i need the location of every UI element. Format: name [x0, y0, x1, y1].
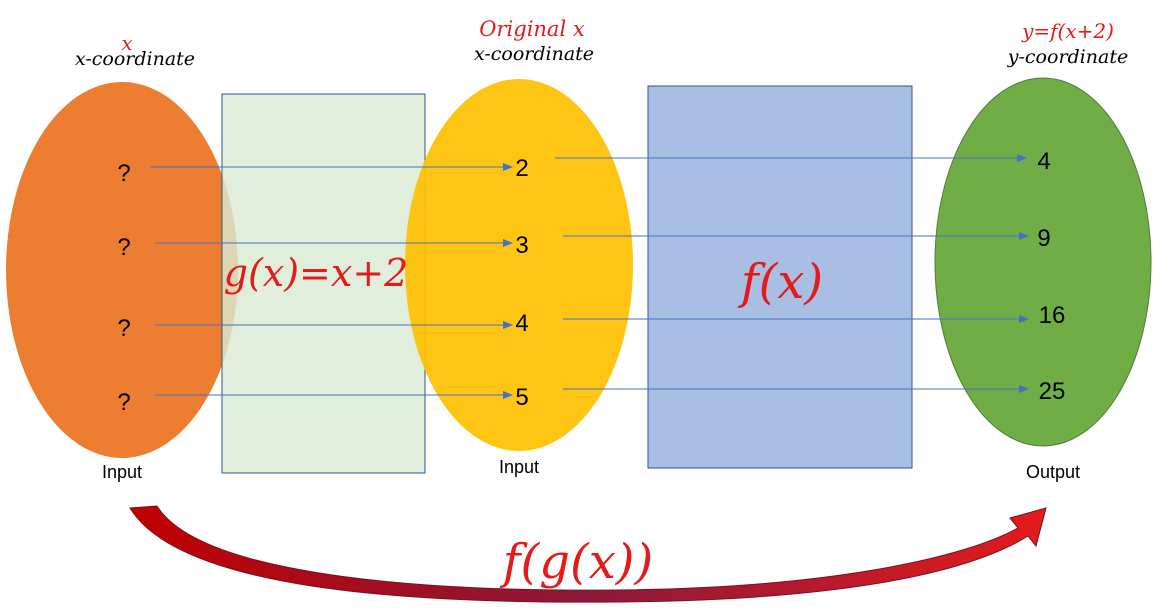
- left-value: ?: [117, 315, 130, 342]
- right-set-title: y=f(x+2): [1021, 19, 1114, 43]
- middle-set-caption: Input: [499, 457, 539, 477]
- left-input-set: [6, 82, 238, 458]
- right-set-caption: Output: [1026, 462, 1080, 482]
- g-function-label: g(x)=x+2: [224, 251, 409, 295]
- right-value: 25: [1039, 378, 1066, 405]
- right-set-subtitle: y-coordinate: [1007, 46, 1128, 68]
- f-function-label: f(x): [738, 254, 823, 310]
- middle-value: 3: [515, 232, 528, 259]
- composite-function-label: f(g(x)): [500, 534, 653, 590]
- middle-value: 2: [515, 155, 528, 182]
- left-value: ?: [117, 389, 130, 416]
- left-value: ?: [117, 234, 130, 261]
- right-output-set: [934, 77, 1152, 447]
- middle-set-title: Original x: [479, 17, 585, 41]
- middle-value: 5: [515, 384, 528, 411]
- middle-value: 4: [515, 310, 528, 337]
- right-value: 4: [1037, 148, 1050, 175]
- f-function-box: [647, 85, 913, 469]
- middle-input-set: [405, 79, 633, 451]
- left-set-subtitle: x-coordinate: [75, 48, 195, 70]
- left-set-title: x: [121, 31, 132, 55]
- left-value: ?: [117, 160, 130, 187]
- composite-curved-arrow: [129, 505, 1047, 603]
- right-value: 9: [1037, 225, 1050, 252]
- right-value: 16: [1039, 302, 1066, 329]
- left-set-caption: Input: [102, 462, 142, 482]
- middle-set-subtitle: x-coordinate: [474, 43, 594, 65]
